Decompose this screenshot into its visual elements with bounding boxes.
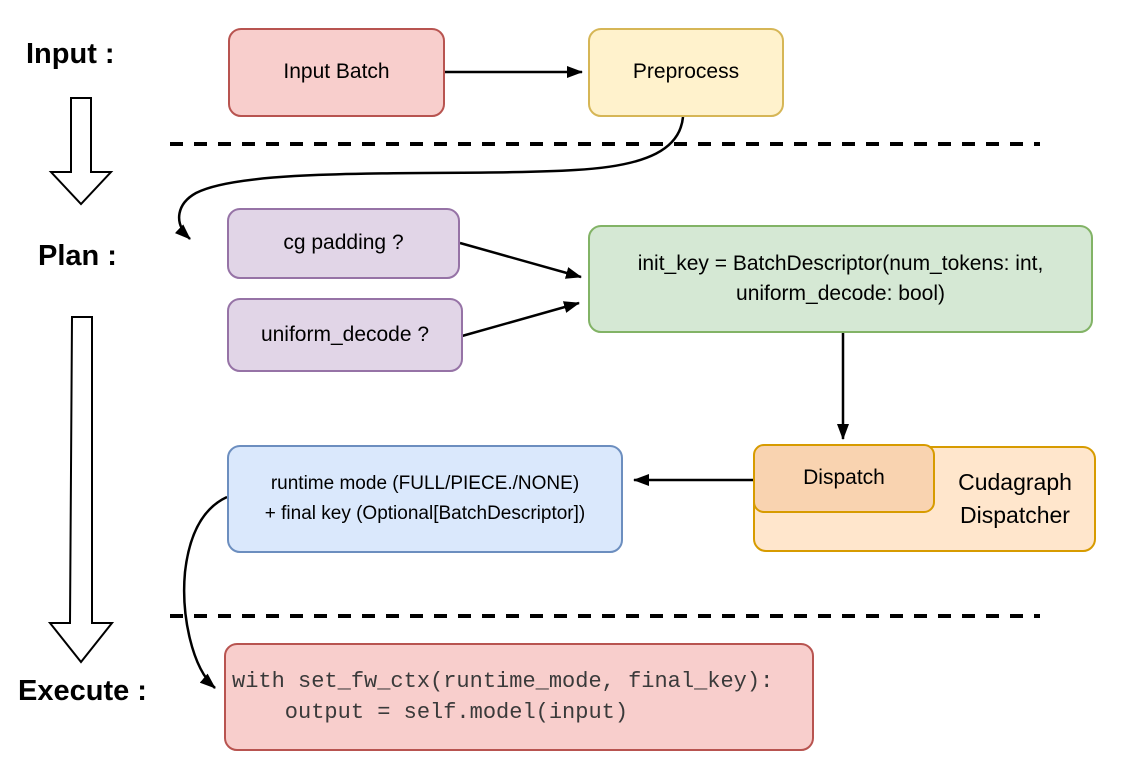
cg-padding-node: cg padding ? xyxy=(227,208,460,279)
cg-padding-label: cg padding ? xyxy=(283,231,404,255)
arrow-runtime-mode-to-execute-code xyxy=(182,495,228,689)
runtime-mode-node: runtime mode (FULL/PIECE./NONE) + final … xyxy=(227,445,623,553)
arrow-uniform-decode-to-init-key xyxy=(461,301,580,338)
dispatch-label: Dispatch xyxy=(803,466,885,490)
runtime-mode-line1: runtime mode (FULL/PIECE./NONE) xyxy=(270,473,580,494)
input-section-label: Input : xyxy=(26,38,115,70)
cudagraph-dispatcher-label: Cudagraph Dispatcher xyxy=(935,446,1095,552)
runtime-mode-line2: + final key (Optional[BatchDescriptor]) xyxy=(264,503,586,524)
init-key-line1: init_key = BatchDescriptor(num_tokens: i… xyxy=(637,252,1044,275)
arrow-preprocess-to-cg-padding xyxy=(174,116,685,240)
arrow-cg-padding-to-init-key xyxy=(459,241,582,279)
init-key-line2: uniform_decode: bool) xyxy=(736,282,945,305)
cudagraph-dispatcher-line1: Cudagraph xyxy=(958,469,1072,495)
input-section-down-arrow-icon xyxy=(48,97,114,206)
init-key-node: init_key = BatchDescriptor(num_tokens: i… xyxy=(588,225,1093,333)
preprocess-node: Preprocess xyxy=(588,28,784,117)
cudagraph-dispatcher-line2: Dispatcher xyxy=(960,502,1070,528)
input-batch-label: Input Batch xyxy=(283,60,390,84)
execute-code-line2: output = self.model(input) xyxy=(232,700,629,725)
plan-section-label: Plan : xyxy=(38,240,117,272)
execute-code-node: with set_fw_ctx(runtime_mode, final_key)… xyxy=(224,643,814,751)
uniform-decode-label: uniform_decode ? xyxy=(260,322,430,346)
plan-to-execute-down-arrow-icon xyxy=(47,316,115,664)
execute-section-label: Execute : xyxy=(18,675,147,707)
preprocess-label: Preprocess xyxy=(632,60,740,84)
input-batch-node: Input Batch xyxy=(228,28,445,117)
uniform-decode-node: uniform_decode ? xyxy=(227,298,463,372)
dispatch-node: Dispatch xyxy=(753,444,935,513)
execute-code-line1: with set_fw_ctx(runtime_mode, final_key)… xyxy=(232,669,774,694)
